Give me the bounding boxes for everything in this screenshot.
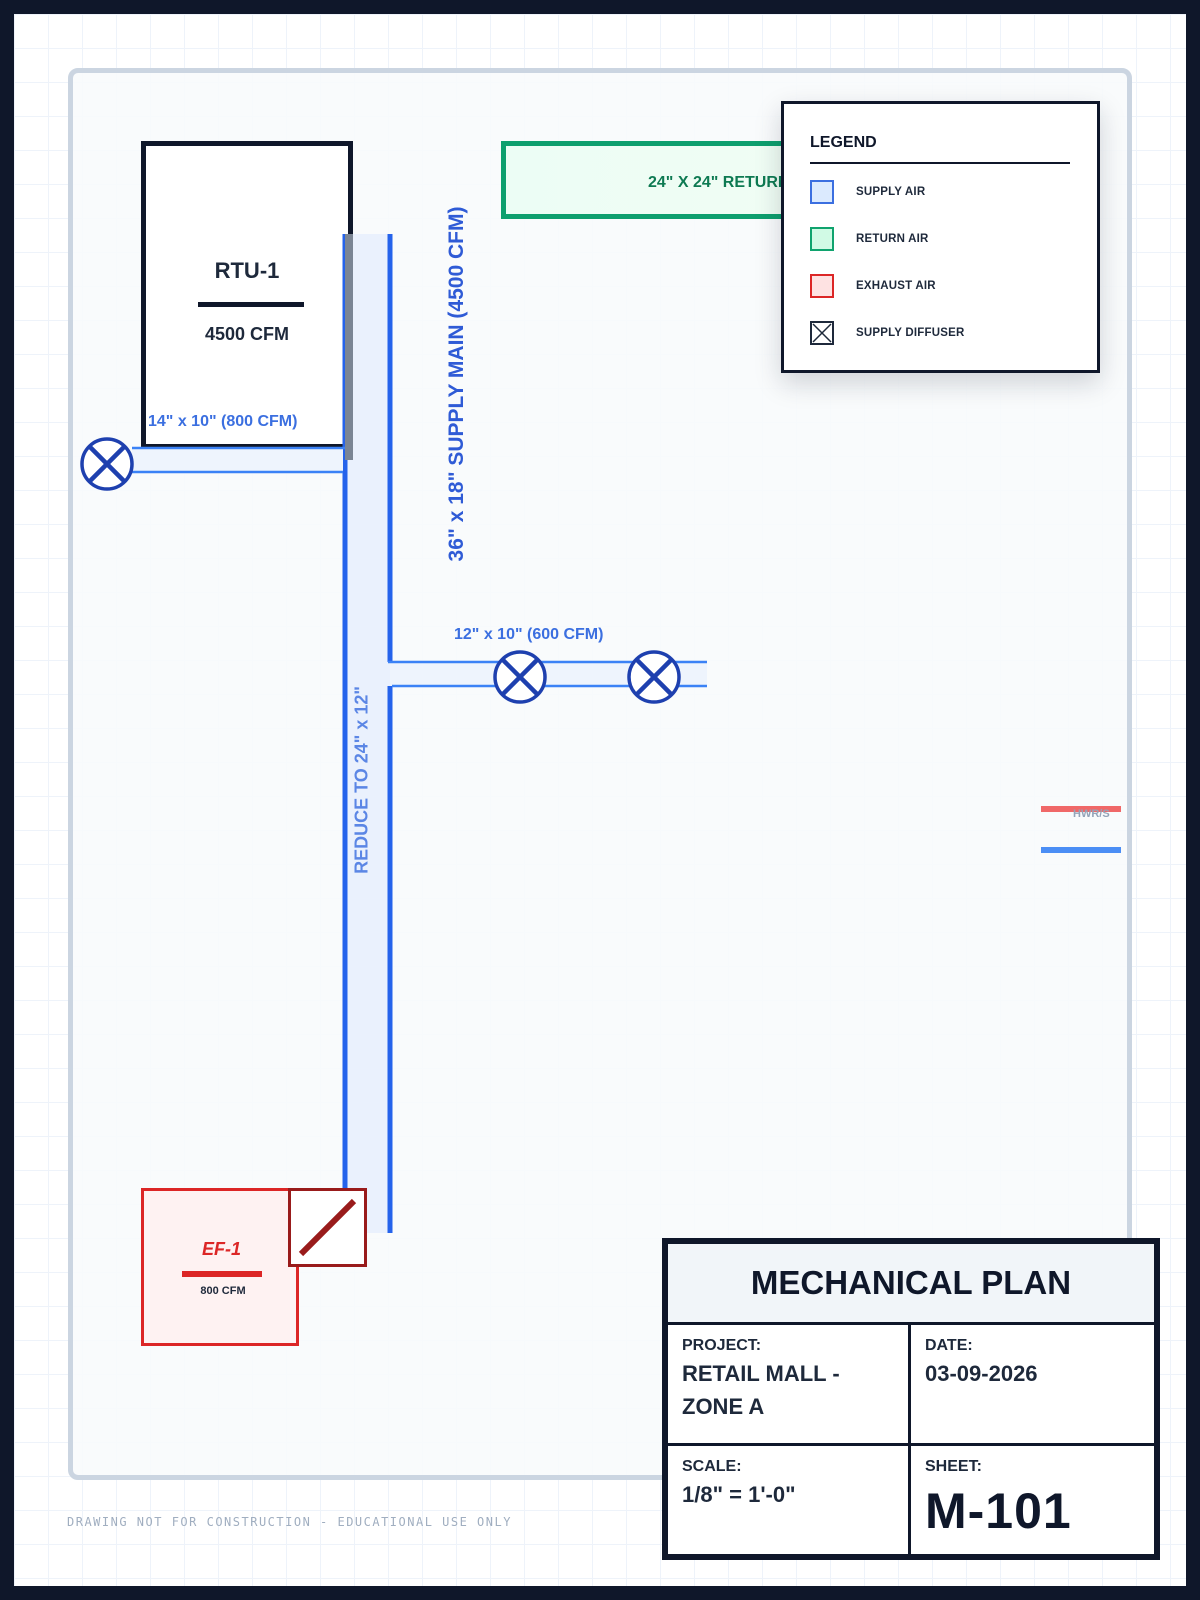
legend-label: RETURN AIR <box>856 233 929 245</box>
supply-main-label: 36" x 18" SUPPLY MAIN (4500 CFM) <box>445 206 468 562</box>
reduce-label: REDUCE TO 24" x 12" <box>351 686 372 874</box>
damper-blade-glyph <box>298 1198 357 1257</box>
date-value: 03-09-2026 <box>925 1361 1038 1386</box>
exhaust-fan-cfm: 800 CFM <box>200 1285 246 1297</box>
exhaust-air-swatch-icon <box>810 274 834 298</box>
legend-panel: LEGEND SUPPLY AIR RETURN AIR EXHAUST AIR… <box>781 101 1100 373</box>
exhaust-fan[interactable]: EF-1 800 CFM <box>141 1188 299 1346</box>
east-branch-label: 12" x 10" (600 CFM) <box>454 626 604 643</box>
legend-label: SUPPLY AIR <box>856 186 926 198</box>
legend-label: EXHAUST AIR <box>856 280 936 292</box>
project-cell: PROJECT: RETAIL MALL - ZONE A <box>668 1325 911 1446</box>
supply-diffuser-east-1[interactable] <box>493 650 547 704</box>
rtu-divider <box>198 302 304 307</box>
title-block: MECHANICAL PLAN PROJECT: RETAIL MALL - Z… <box>662 1238 1160 1560</box>
legend-title: LEGEND <box>810 134 877 151</box>
scale-label: SCALE: <box>682 1458 742 1475</box>
rtu-unit[interactable]: RTU-1 4500 CFM <box>141 141 353 449</box>
diffuser-x-glyph <box>812 323 832 343</box>
drawing-title: MECHANICAL PLAN <box>668 1244 1154 1325</box>
scale-value: 1/8" = 1'-0" <box>682 1482 796 1507</box>
disclaimer-note: DRAWING NOT FOR CONSTRUCTION - EDUCATION… <box>67 1515 512 1529</box>
legend-item-exhaust-air: EXHAUST AIR <box>810 272 936 300</box>
return-duct-label: 24" X 24" RETURN <box>648 174 790 191</box>
legend-item-supply-diffuser: SUPPLY DIFFUSER <box>810 319 964 347</box>
supply-air-swatch-icon <box>810 180 834 204</box>
date-label: DATE: <box>925 1337 973 1354</box>
project-value-line2: ZONE A <box>682 1394 765 1419</box>
project-value-line1: RETAIL MALL - <box>682 1361 840 1386</box>
west-branch-label: 14" x 10" (800 CFM) <box>148 413 298 430</box>
legend-divider <box>810 162 1070 164</box>
scale-cell: SCALE: 1/8" = 1'-0" <box>668 1446 911 1554</box>
rtu-cfm: 4500 CFM <box>204 324 290 344</box>
legend-label: SUPPLY DIFFUSER <box>856 327 965 339</box>
sheet-cell: SHEET: M-101 <box>911 1446 1154 1554</box>
sheet-number: M-101 <box>925 1483 1072 1539</box>
rtu-name: RTU-1 <box>214 258 280 283</box>
sheet-label: SHEET: <box>925 1458 982 1475</box>
supply-diffuser-west[interactable] <box>80 437 134 491</box>
project-label: PROJECT: <box>682 1337 762 1354</box>
diffuser-x-icon <box>810 321 834 345</box>
exhaust-fan-divider <box>182 1271 262 1277</box>
west-branch-duct[interactable] <box>132 448 343 472</box>
legend-item-supply-air: SUPPLY AIR <box>810 178 925 206</box>
return-air-swatch-icon <box>810 227 834 251</box>
legend-item-return-air: RETURN AIR <box>810 225 929 253</box>
exhaust-fan-name: EF-1 <box>202 1239 242 1259</box>
hot-water-label: HWR/S <box>1073 808 1110 820</box>
date-cell: DATE: 03-09-2026 <box>911 1325 1154 1446</box>
damper-icon[interactable] <box>288 1188 367 1267</box>
supply-diffuser-east-2[interactable] <box>627 650 681 704</box>
rtu-connection <box>345 234 353 460</box>
